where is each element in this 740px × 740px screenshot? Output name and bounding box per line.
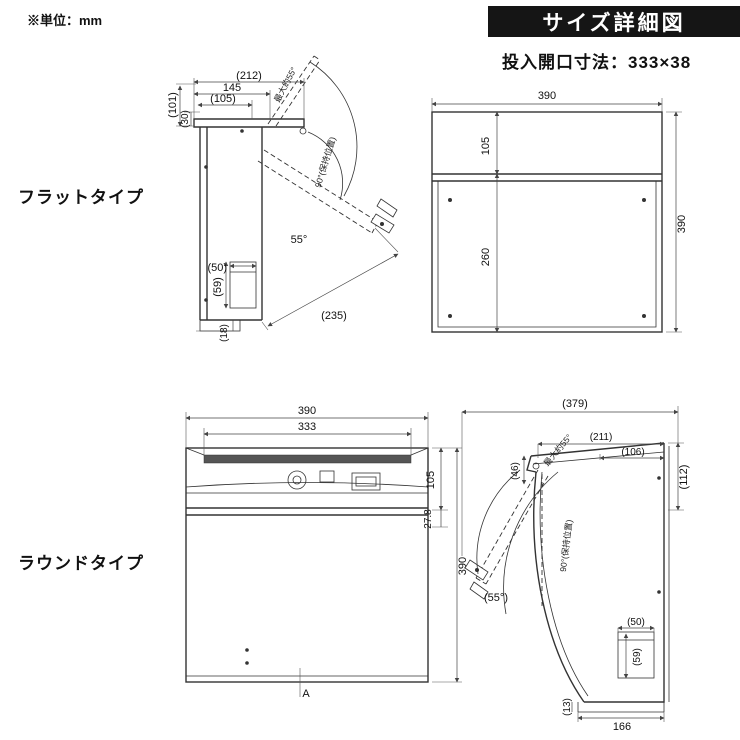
lock-cylinder — [287, 470, 307, 490]
dim-label-106: (106) — [621, 447, 644, 458]
dim-label-101: (101) — [167, 92, 179, 118]
unit-note: ※単位：mm — [27, 13, 103, 28]
dim-label-211: (211) — [590, 432, 613, 443]
dim-label-50: (50) — [207, 262, 227, 274]
name-window — [319, 470, 335, 483]
flat-side-lid-outline — [193, 118, 305, 128]
page-title: サイズ詳細図 — [542, 11, 686, 35]
screw-hole — [245, 661, 249, 665]
dim-label-59: (59) — [632, 648, 643, 666]
round-side-front-curve — [533, 471, 585, 703]
flat-front-lid-seam — [432, 173, 662, 182]
dim-label-lip: 27.8 — [423, 509, 434, 529]
flat-side-extension-lines — [176, 78, 399, 332]
screw-hole — [204, 165, 208, 169]
flat-side-body-outline — [199, 127, 263, 321]
round-front-lid-lines — [185, 447, 429, 494]
dim-label-13: (13) — [562, 698, 573, 716]
round-front-mail-slot — [203, 454, 412, 464]
dim-label-379: (379) — [562, 398, 588, 410]
screw-hole — [448, 314, 452, 318]
round-type-label: ラウンドタイプ — [18, 554, 144, 573]
dim-label-angle-55: 55° — [291, 234, 308, 246]
section-mark-a: A — [302, 688, 310, 700]
screw-hole — [448, 198, 452, 202]
dim-label-46: (46) — [510, 462, 521, 480]
dim-label-235: (235) — [321, 310, 347, 322]
opening-dimension-note: 投入開口寸法：333×38 — [502, 53, 692, 72]
flat-side-latch-pin — [380, 222, 384, 226]
dim-label-59: (59) — [212, 277, 224, 297]
dim-label-30: (30) — [180, 110, 191, 128]
screw-hole — [240, 129, 244, 133]
screw-hole — [245, 648, 249, 652]
dim-label-212: (212) — [236, 70, 262, 82]
round-side-hold-arc — [503, 471, 559, 615]
flat-side-hinge — [299, 127, 307, 135]
card-window-inner — [355, 476, 377, 487]
card-window — [351, 472, 381, 491]
flat-type-side-view: (212) 145 (105) (101) (30) 最大約55° 90°(保持… — [167, 55, 399, 342]
note-max-open-angle: 最大約55° — [542, 432, 574, 468]
round-side-inner-lines — [532, 446, 670, 713]
screw-hole — [204, 298, 208, 302]
dim-label-upper-105: 105 — [480, 137, 492, 155]
round-side-latch-detail — [469, 581, 489, 600]
round-front-band — [186, 507, 428, 516]
screw-hole — [642, 198, 646, 202]
dim-label-width-390: 390 — [538, 90, 556, 102]
dim-label-lower-260: 260 — [480, 248, 492, 266]
note-hold-position: 90°(保持位置) — [558, 519, 574, 573]
dim-label-112: (112) — [678, 465, 690, 490]
round-type-front-view: 390 333 105 27.8 390 A — [185, 405, 469, 700]
dim-label-width-390: 390 — [298, 405, 316, 417]
screw-hole — [657, 476, 661, 480]
dim-label-upper-105: 105 — [425, 471, 437, 489]
dim-label-height-390: 390 — [457, 557, 469, 575]
round-front-outline — [185, 447, 429, 683]
dim-label-166: 166 — [613, 721, 631, 733]
flat-front-inner-panel — [437, 181, 657, 328]
flat-front-extension-lines — [431, 98, 682, 333]
dim-label-opening-333: 333 — [298, 421, 316, 433]
screw-hole — [657, 590, 661, 594]
dim-line-235 — [267, 253, 399, 327]
dim-label-145: 145 — [223, 82, 241, 94]
flat-side-open-door-dashed — [257, 149, 379, 234]
dim-label-height-390: 390 — [676, 215, 688, 233]
flat-side-swing-arc — [309, 61, 358, 197]
round-side-hinge — [532, 462, 540, 470]
flat-side-swing-arc-inner — [307, 131, 344, 201]
round-type-side-view: (379) (211) (106) (112) (46) 最大約55° 90°(… — [461, 398, 690, 733]
dim-label-105: (105) — [210, 93, 236, 105]
round-side-lock-box — [617, 631, 655, 679]
flat-type-label: フラットタイプ — [18, 188, 144, 207]
dim-label-18: (18) — [219, 324, 230, 342]
flat-front-outline — [431, 111, 663, 333]
note-hold-position: 90°(保持位置) — [313, 135, 338, 188]
dim-label-angle-55: (55°) — [484, 592, 508, 604]
flat-type-front-view: 390 105 260 390 — [431, 90, 688, 333]
dim-label-50: (50) — [627, 617, 645, 628]
lock-cylinder-core — [292, 475, 302, 485]
screw-hole — [642, 314, 646, 318]
flat-side-lock-box — [229, 261, 257, 309]
page-title-bar: サイズ詳細図 — [488, 6, 740, 37]
round-side-swing-arc — [476, 469, 521, 575]
flat-side-latch-detail — [376, 198, 398, 218]
flat-side-open-lid-dashed — [267, 55, 321, 127]
